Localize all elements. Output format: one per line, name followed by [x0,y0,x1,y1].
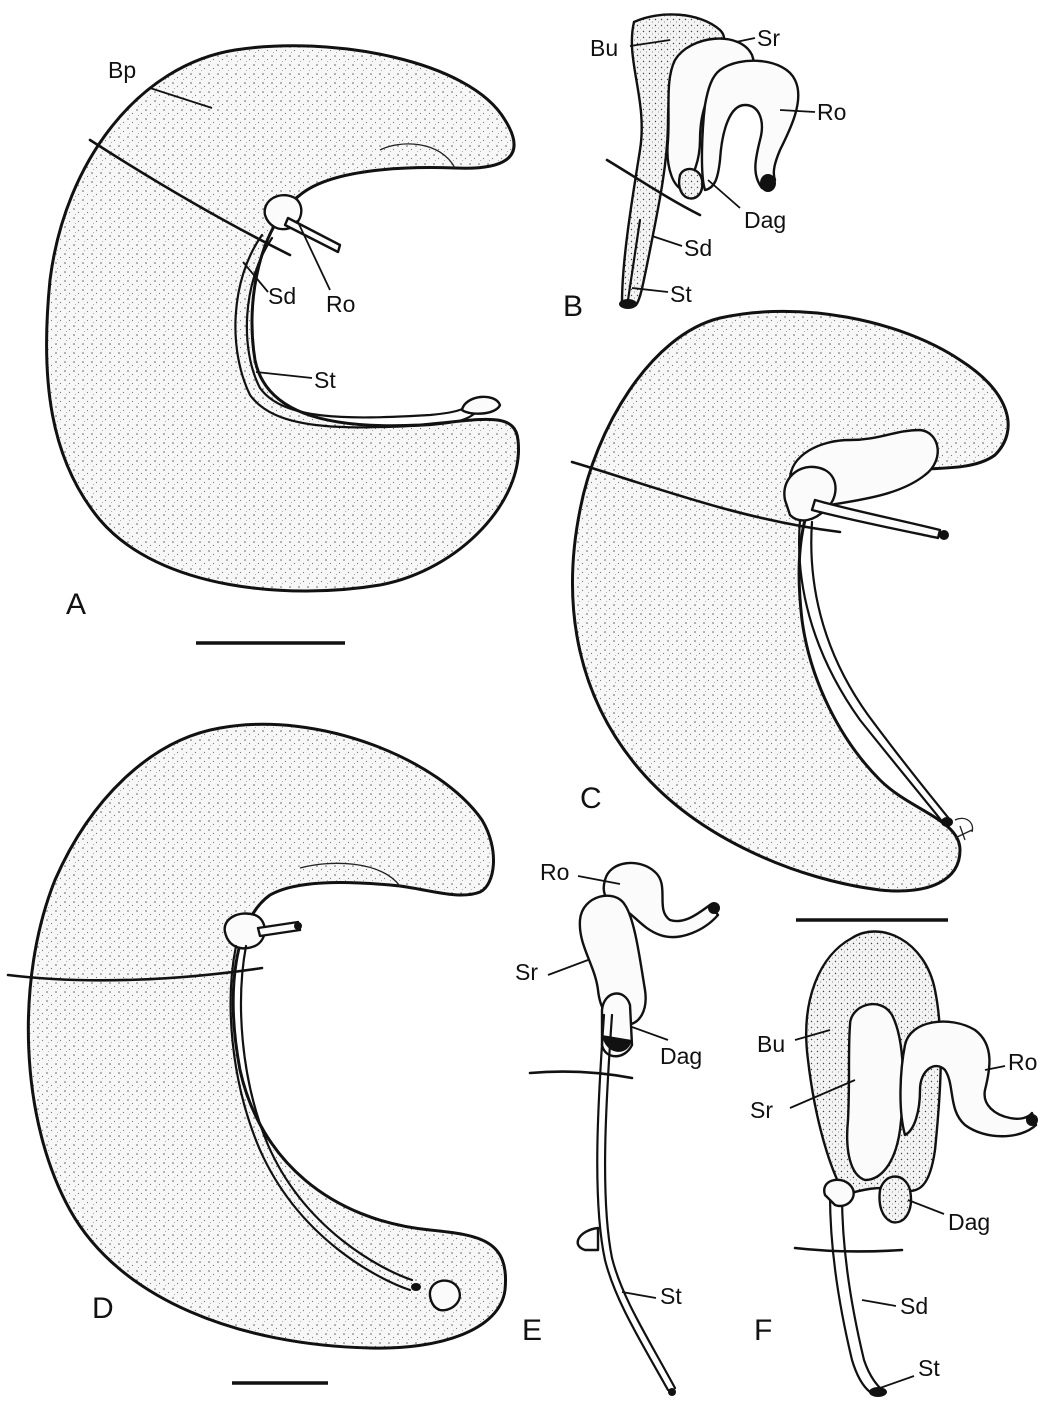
panel-letter-c: C [580,782,602,815]
spermatheca-f [847,1004,903,1180]
label-bu-f: Bu [757,1031,785,1057]
bursa-copulatrix-body-c [573,311,1009,891]
label-dag-e: Dag [660,1043,702,1069]
ro-tip-d [294,922,302,930]
panel-e: Ro Sr Dag St E [515,859,720,1396]
bursa-copulatrix-body [47,46,519,591]
panel-a: Bp Sd Ro St A [47,46,519,643]
label-st-b: St [670,281,692,307]
label-sd-b: Sd [684,235,712,261]
label-sd-f: Sd [900,1293,928,1319]
stalk-duct-inner [247,238,474,417]
label-sr-e: Sr [515,959,538,985]
cut-line-f [795,1248,902,1251]
dag-gland-f [880,1177,911,1223]
ro-tube-c [812,500,940,538]
dag-gland-b [679,169,702,198]
label-ro: Ro [326,291,355,317]
ro-tube [285,218,340,252]
st-tip-c [941,817,953,827]
stalk-f-inner [842,1195,882,1390]
label-sd: Sd [268,283,296,309]
panel-letter-b: B [563,290,583,323]
ro-tip-b [760,174,776,192]
panel-letter-d: D [92,1292,114,1325]
label-st-f: St [918,1355,940,1381]
side-branch-e [578,1228,598,1250]
panel-letter-a: A [66,588,86,621]
distal-opening-d [430,1281,460,1311]
sd-loop-f [824,1180,853,1206]
ro-organ-b [702,61,798,190]
panel-b: Bu Sr Ro Dag Sd St B [563,14,846,323]
st-tip-e [668,1388,676,1396]
ro-tip-f [1026,1114,1038,1126]
label-ro-f: Ro [1008,1049,1037,1075]
distal-c [955,818,973,840]
panel-letter-e: E [522,1314,542,1347]
distal-opening [462,397,500,414]
stalk-e-inner [605,1015,675,1388]
panel-letter-f: F [754,1314,772,1347]
label-ro-b: Ro [817,99,846,125]
st-tip-f [869,1387,887,1397]
label-bu-b: Bu [590,35,618,61]
label-sr-f: Sr [750,1097,773,1123]
panel-d: D [8,724,506,1383]
panel-f: Bu Ro Sr Dag Sd St F [750,931,1038,1397]
ro-tip-c [939,530,949,540]
label-dag-f: Dag [948,1209,990,1235]
label-st: St [314,367,336,393]
st-tip-d [411,1283,421,1291]
label-st-e: St [660,1283,682,1309]
label-bp: Bp [108,57,136,83]
bursa-copulatrix-body-d [28,724,505,1348]
label-dag-b: Dag [744,207,786,233]
panel-c: C [572,311,1008,920]
label-ro-e: Ro [540,859,569,885]
cut-line-e [530,1072,632,1078]
label-sr-b: Sr [757,25,780,51]
ro-tip-e [708,902,720,914]
st-tip-b [619,299,637,309]
